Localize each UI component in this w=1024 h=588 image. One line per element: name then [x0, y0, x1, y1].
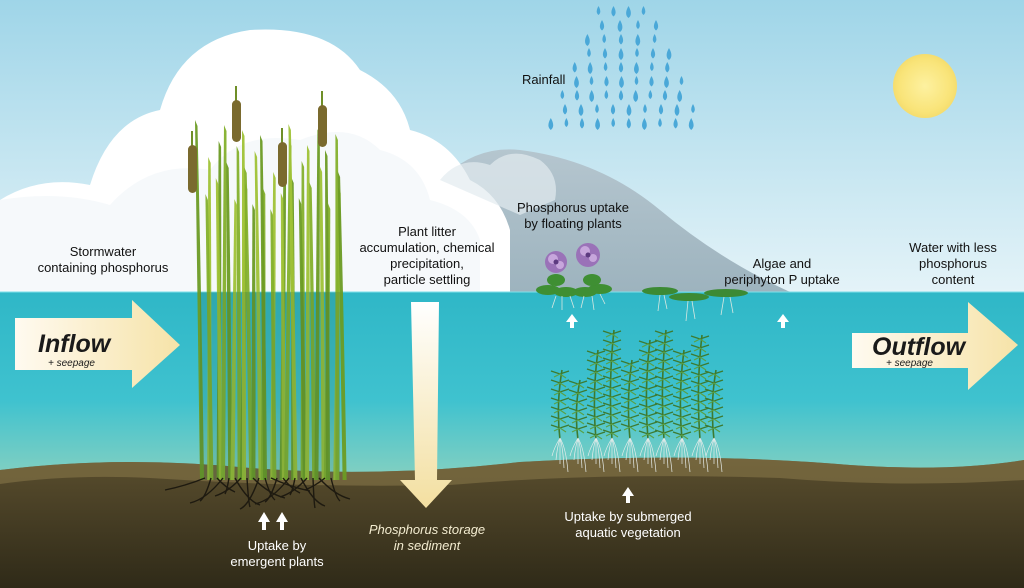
sun — [893, 54, 957, 118]
inflow-sub-label: + seepage — [48, 358, 95, 369]
lily-pads — [642, 287, 748, 322]
floating-plants — [536, 243, 612, 311]
plant-litter-label: Plant litter accumulation, chemical prec… — [359, 224, 495, 287]
sediment-storage-label: Phosphorus storage in sediment — [368, 522, 486, 553]
submerged-vegetation — [550, 329, 724, 473]
emergent-reeds — [164, 86, 351, 510]
algae-uptake-label: Algae and periphyton P uptake — [724, 256, 840, 287]
rain-drops — [548, 6, 695, 130]
settling-arrow — [400, 302, 452, 508]
uptake-arrows — [258, 314, 789, 530]
inflow-label: Inflow — [38, 330, 111, 358]
submerged-uptake-label: Uptake by submerged aquatic vegetation — [564, 509, 692, 540]
sediment-top-layer — [0, 457, 1024, 486]
cloud-small — [440, 153, 556, 215]
stormwater-label: Stormwater containing phosphorus — [37, 244, 169, 275]
outflow-arrow — [852, 302, 1018, 390]
water-less-p-label: Water with less phosphorus content — [909, 240, 997, 287]
outflow-sub-label: + seepage — [886, 358, 933, 369]
cloud-shade — [0, 132, 480, 292]
sediment — [0, 457, 1024, 588]
floating-uptake-label: Phosphorus uptake by floating plants — [516, 200, 630, 231]
inflow-arrow — [15, 300, 180, 388]
rainfall-label: Rainfall — [522, 72, 566, 87]
outflow-label: Outflow — [872, 333, 966, 361]
emergent-uptake-label: Uptake by emergent plants — [230, 538, 324, 569]
water — [0, 292, 1024, 472]
